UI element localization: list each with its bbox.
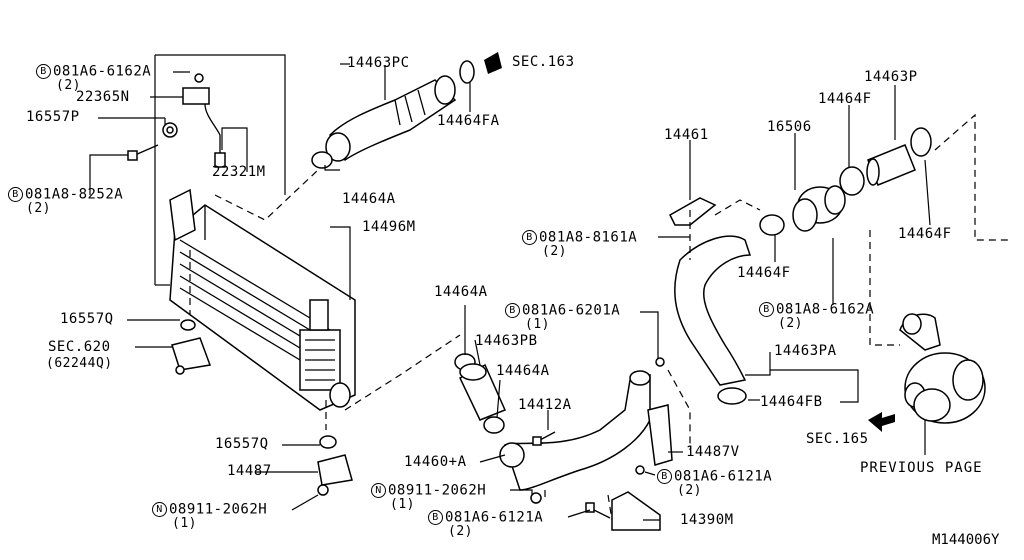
label-14487: 14487 <box>227 463 272 479</box>
pipe-14460a <box>499 370 651 491</box>
bracket-sec620 <box>171 337 212 371</box>
label-16557q-a: 16557Q <box>60 311 114 327</box>
qty-081a6-6121a-mid: (2) <box>448 524 473 539</box>
label-14487v: 14487V <box>686 444 740 460</box>
label-14496m: 14496M <box>362 219 416 235</box>
bracket-14487 <box>317 454 353 486</box>
clamp-14464a-top <box>311 151 333 169</box>
previous-page-link[interactable]: PREVIOUS PAGE <box>860 460 983 476</box>
label-16557p: 16557P <box>26 109 80 125</box>
clamp-14464f-b <box>759 214 785 236</box>
nut-08911-2062h-mid <box>530 492 542 504</box>
label-sec-620-sub: (62244Q) <box>46 356 113 371</box>
label-sec-163: SEC.163 <box>512 54 575 70</box>
bolt-circle-icon: B <box>428 510 443 525</box>
label-14460a: 14460+A <box>404 454 467 470</box>
bracket-14461 <box>669 197 717 226</box>
label-14463pa: 14463PA <box>774 343 837 359</box>
label-14464f-b: 14464F <box>737 265 791 281</box>
label-22365n: 22365N <box>76 89 130 105</box>
bolt-14412a <box>532 431 556 446</box>
bolt-081a8-8252a <box>127 144 159 161</box>
nut-08911-2062h-left <box>317 484 329 496</box>
label-sec-620: SEC.620 <box>48 339 111 355</box>
clamp-14464fa <box>459 60 475 84</box>
turbocharger-part <box>899 313 986 424</box>
bolt-circle-icon: B <box>505 303 520 318</box>
hose-14463p <box>866 144 916 186</box>
hose-14463pc <box>325 75 457 162</box>
dashed-leaders <box>189 113 1010 521</box>
qty-081a6-6121a-right: (2) <box>677 483 702 498</box>
grommet-16557q-a <box>180 319 196 331</box>
throttle-16506 <box>792 185 846 232</box>
label-14412a: 14412A <box>518 397 572 413</box>
bolt-circle-icon: B <box>759 302 774 317</box>
nut-sec620 <box>175 365 185 375</box>
hose-14463pa <box>674 235 752 386</box>
leader-lines <box>89 54 931 521</box>
label-14463pc: 14463PC <box>347 55 410 71</box>
qty-081a6-6201a: (1) <box>525 317 550 332</box>
label-22321m: 22321M <box>212 164 266 180</box>
bolt-081a6-6121a-right <box>635 465 645 475</box>
section-arrow-icon <box>868 412 895 432</box>
nut-circle-icon: N <box>371 483 386 498</box>
qty-081a8-6162a: (2) <box>778 316 803 331</box>
clamp-14464f-c <box>910 127 932 157</box>
diagram-reference-id: M144006Y <box>932 532 1000 548</box>
label-14463pb: 14463PB <box>475 333 538 349</box>
label-14464a-top: 14464A <box>342 191 396 207</box>
label-14464a-mid: 14464A <box>434 284 488 300</box>
label-14390m: 14390M <box>680 512 734 528</box>
label-16557q-b: 16557Q <box>215 436 269 452</box>
label-14463p: 14463P <box>864 69 918 85</box>
bolt-081a6-6201a <box>655 357 665 367</box>
bolt-circle-icon: B <box>522 230 537 245</box>
hose-14463pb <box>459 363 507 421</box>
bolt-circle-icon: B <box>36 64 51 79</box>
bolt-circle-icon: B <box>8 187 23 202</box>
section-arrow-icon <box>484 52 502 74</box>
label-14464f-a: 14464F <box>818 91 872 107</box>
qty-081a8-8252a: (2) <box>26 201 51 216</box>
label-sec-165: SEC.165 <box>806 431 869 447</box>
nut-circle-icon: N <box>152 502 167 517</box>
intercooler-part <box>169 188 356 411</box>
qty-08911-2062h-mid: (1) <box>390 497 415 512</box>
bracket-14390m <box>585 491 661 531</box>
label-14464fb: 14464FB <box>760 394 823 410</box>
bracket-14487v <box>647 404 673 466</box>
label-14464f-c: 14464F <box>898 226 952 242</box>
clamp-14464f-a <box>839 166 865 196</box>
grommet-16557q-b <box>319 435 337 449</box>
label-16506: 16506 <box>767 119 812 135</box>
bolt-circle-icon: B <box>657 469 672 484</box>
qty-08911-2062h-left: (1) <box>172 516 197 531</box>
label-14461: 14461 <box>664 127 709 143</box>
sensor-22365n <box>182 73 226 168</box>
clamp-14464a-low <box>483 416 505 434</box>
qty-081a6-6162a-top: (2) <box>56 78 81 93</box>
label-14464a-low: 14464A <box>496 363 550 379</box>
label-14464fa: 14464FA <box>437 113 500 129</box>
clamp-14464fb <box>717 387 747 405</box>
bracket-16557p <box>162 122 178 138</box>
qty-081a8-8161a: (2) <box>542 244 567 259</box>
